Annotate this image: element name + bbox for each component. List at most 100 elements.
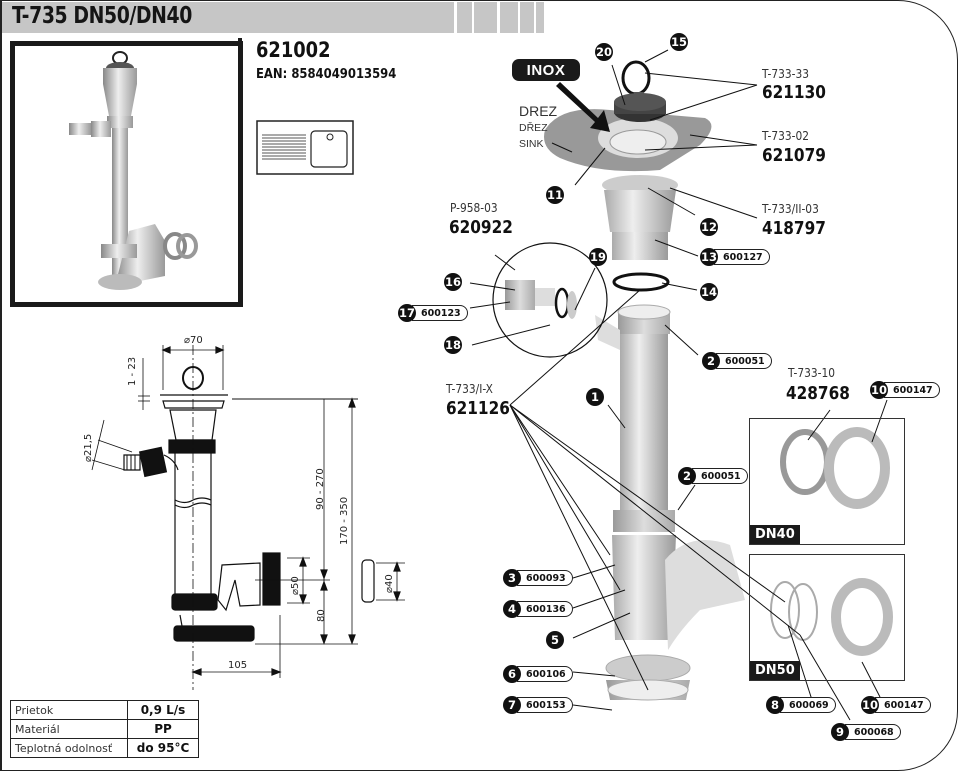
part-badge: 1: [586, 388, 604, 406]
group-ref: T-733-33: [762, 66, 809, 81]
dim-alt-outlet-diameter: ⌀40: [384, 574, 395, 593]
part-number: 15: [670, 33, 688, 51]
part-number: 16: [444, 273, 462, 291]
part-code: 600147: [884, 382, 940, 398]
sink-with-drainboard-icon: [256, 120, 354, 175]
dim-height-upper: 90 - 270: [315, 468, 326, 510]
spec-label: Materiál: [10, 719, 128, 739]
header-strip: [536, 2, 544, 33]
part-badge: 14: [700, 283, 718, 301]
part-badge: 18: [444, 336, 462, 354]
part-badge: 20: [595, 43, 613, 61]
part-number: 5: [546, 631, 564, 649]
product-photo-frame: [10, 41, 243, 307]
sink-label-en: SINK: [519, 138, 544, 150]
group-code: 620922: [449, 217, 513, 238]
spec-label: Teplotná odolnosť: [10, 738, 128, 758]
part-number: 12: [700, 218, 718, 236]
part-number: 10: [870, 381, 888, 399]
part-code: 600153: [517, 697, 573, 713]
part-number: 10: [861, 696, 879, 714]
group-code: 428768: [786, 383, 850, 404]
header-strip: [520, 2, 534, 33]
dim-top-diameter: ⌀70: [184, 335, 203, 346]
group-code: 621079: [762, 145, 826, 166]
group-ref: T-733/II-03: [762, 201, 819, 216]
part-code: 600051: [716, 353, 772, 369]
part-code: 600123: [412, 305, 468, 321]
part-code: 600068: [845, 724, 901, 740]
group-ref: T-733-02: [762, 128, 809, 143]
part-badge: 15: [670, 33, 688, 51]
header-strip: [500, 2, 518, 33]
part-number: 7: [503, 696, 521, 714]
sink-label-sk: DREZ: [519, 103, 558, 119]
inox-badge: INOX: [512, 59, 580, 81]
spec-value: do 95°C: [127, 738, 199, 758]
group-ref: T-733/I-X: [446, 381, 493, 396]
part-code: 600127: [714, 249, 770, 265]
dim-hose-diameter: ⌀21,5: [83, 433, 94, 462]
part-number: 2: [678, 467, 696, 485]
header-strip: [457, 2, 472, 33]
part-number: 2: [702, 352, 720, 370]
part-number: 11: [546, 186, 564, 204]
part-number: 4: [503, 600, 521, 618]
header-band: [2, 2, 454, 33]
part-code: 600069: [780, 697, 836, 713]
dim-offset: 105: [228, 660, 248, 671]
part-badge: 19: [589, 248, 607, 266]
part-number: 19: [589, 248, 607, 266]
part-number: 20: [595, 43, 613, 61]
dn50-label: DN50: [750, 661, 800, 680]
part-code: 600106: [517, 666, 573, 682]
group-code: 621130: [762, 82, 826, 103]
group-code: 621126: [446, 398, 510, 419]
part-number: 13: [700, 248, 718, 266]
dim-flange-range: 1 - 23: [127, 356, 138, 386]
part-badge: 12: [700, 218, 718, 236]
ean-code: EAN: 8584049013594: [256, 66, 397, 82]
spec-value: PP: [127, 719, 199, 739]
part-number: 1: [586, 388, 604, 406]
part-number: 3: [503, 569, 521, 587]
part-badge: 11: [546, 186, 564, 204]
group-code: 418797: [762, 218, 826, 239]
page-title: T-735 DN50/DN40: [12, 3, 192, 29]
part-badge: 5: [546, 631, 564, 649]
part-number: 18: [444, 336, 462, 354]
dn40-label: DN40: [750, 525, 800, 544]
dim-height-lower: 80: [316, 609, 327, 622]
photo-divider: [238, 38, 242, 306]
part-number: 17: [398, 304, 416, 322]
part-code: 600051: [692, 468, 748, 484]
dn40-box: DN40: [749, 418, 905, 545]
dn50-box: DN50: [749, 554, 905, 681]
header-strip: [474, 2, 497, 33]
dim-height-total: 170 - 350: [339, 496, 350, 545]
part-number: 14: [700, 283, 718, 301]
part-number: 6: [503, 665, 521, 683]
sink-label-cz: DŘEZ: [519, 122, 548, 134]
group-ref: P-958-03: [450, 200, 498, 215]
part-code: 600147: [875, 697, 931, 713]
spec-label: Prietok: [10, 700, 128, 720]
dim-outlet-diameter: ⌀50: [290, 576, 301, 595]
part-code: 600136: [517, 601, 573, 617]
